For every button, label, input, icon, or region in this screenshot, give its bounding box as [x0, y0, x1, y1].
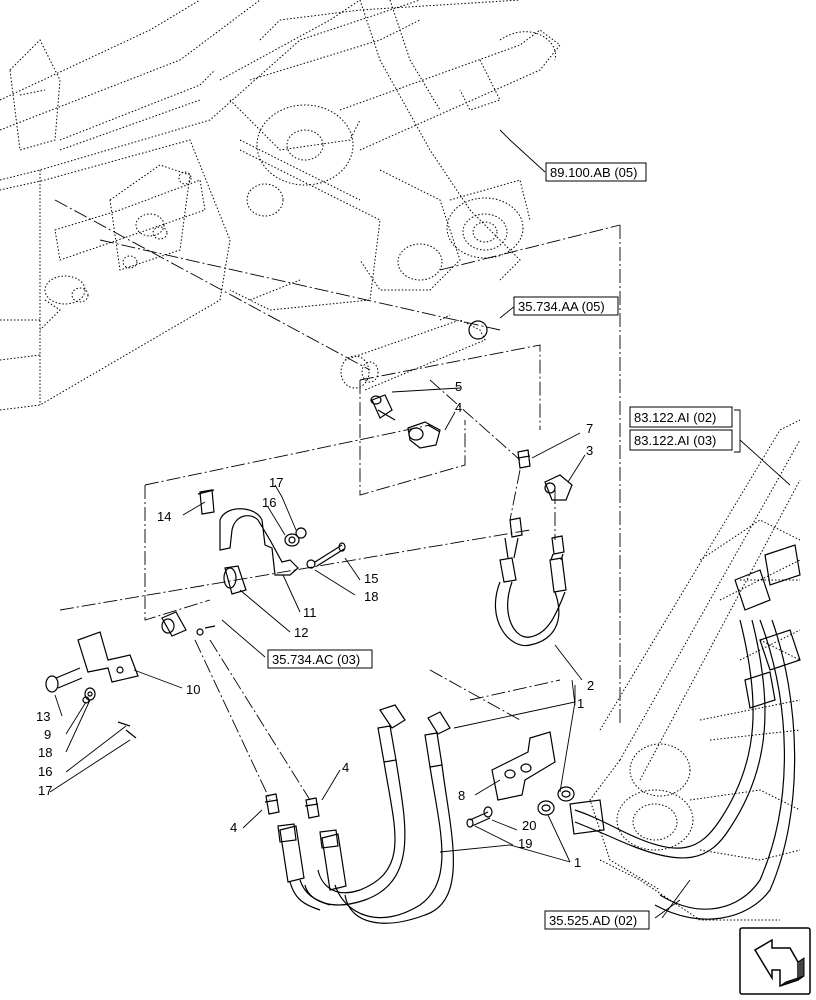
reference-83-122-ai-03[interactable]: 83.122.AI (03): [629, 429, 733, 451]
part-label-16-top: 16: [262, 495, 276, 510]
elbow-fitting-6: [370, 394, 396, 421]
fitting-7: [517, 449, 531, 469]
elbow-fitting-3: [544, 474, 573, 501]
reference-35-734-ac[interactable]: 35.734.AC (03): [267, 649, 373, 669]
part-label-15: 15: [364, 571, 378, 586]
bulkhead-fitting: [161, 611, 216, 637]
reference-35-734-aa-label: 35.734.AA (05): [518, 299, 605, 314]
reference-35-525-ad[interactable]: 35.525.AD (02): [544, 910, 650, 930]
bolt-13: [45, 667, 137, 739]
part-label-4-right: 4: [342, 760, 349, 775]
reference-89-100-ab[interactable]: 89.100.AB (05): [545, 162, 647, 182]
reference-bracket: [734, 409, 741, 453]
part-label-4-left: 4: [230, 820, 237, 835]
part-label-9: 9: [44, 727, 51, 742]
machine-frame-drawing: [0, 0, 561, 411]
part-label-11: 11: [303, 605, 317, 620]
reference-35-525-ad-label: 35.525.AD (02): [549, 913, 637, 928]
part-label-18-left: 18: [38, 745, 52, 760]
part-label-2: 2: [587, 678, 594, 693]
part-label-7: 7: [586, 421, 593, 436]
part-label-17-top: 17: [269, 475, 283, 490]
right-side-hoses: [569, 544, 801, 920]
part-label-6: 5: [455, 379, 462, 394]
part-label-1-bottom: 1: [574, 855, 581, 870]
assembly-lines: [54, 199, 621, 801]
right-frame-drawing: [589, 419, 801, 921]
part-label-17-left: 17: [38, 783, 52, 798]
part-label-5: 4: [455, 400, 462, 415]
part-number-labels: 5 4 7 3 17 16 14 15 18 11 12 2 10 13 9 1…: [36, 379, 594, 870]
hydraulic-cylinder: [340, 314, 488, 391]
reference-35-734-ac-label: 35.734.AC (03): [272, 652, 360, 667]
leader-lines: [49, 129, 791, 919]
bracket-10: [77, 631, 139, 683]
reference-89-100-ab-label: 89.100.AB (05): [550, 165, 637, 180]
fitting-4-left: [264, 793, 280, 815]
part-label-19: 19: [518, 836, 532, 851]
hose-2: [494, 517, 567, 647]
plate-8: [466, 731, 575, 828]
part-label-16-left: 16: [38, 764, 52, 779]
elbow-fitting-5: [407, 421, 441, 449]
fitting-4-right: [304, 797, 320, 819]
part-label-13: 13: [36, 709, 50, 724]
part-label-14: 14: [157, 509, 171, 524]
part-label-1-top: 1: [577, 696, 584, 711]
hoses-1: [277, 704, 454, 924]
part-label-10: 10: [186, 682, 200, 697]
part-label-3: 3: [586, 443, 593, 458]
part-label-12: 12: [294, 625, 308, 640]
part-label-20: 20: [522, 818, 536, 833]
arrow-navigation-icon[interactable]: [739, 927, 811, 995]
reference-83-122-ai-03-label: 83.122.AI (03): [634, 433, 716, 448]
reference-83-122-ai-02[interactable]: 83.122.AI (02): [629, 406, 733, 428]
reference-83-122-ai-02-label: 83.122.AI (02): [634, 410, 716, 425]
part-label-8: 8: [458, 788, 465, 803]
reference-35-734-aa[interactable]: 35.734.AA (05): [513, 296, 619, 316]
part-label-18-right: 18: [364, 589, 378, 604]
clamp-assembly: [197, 489, 346, 595]
